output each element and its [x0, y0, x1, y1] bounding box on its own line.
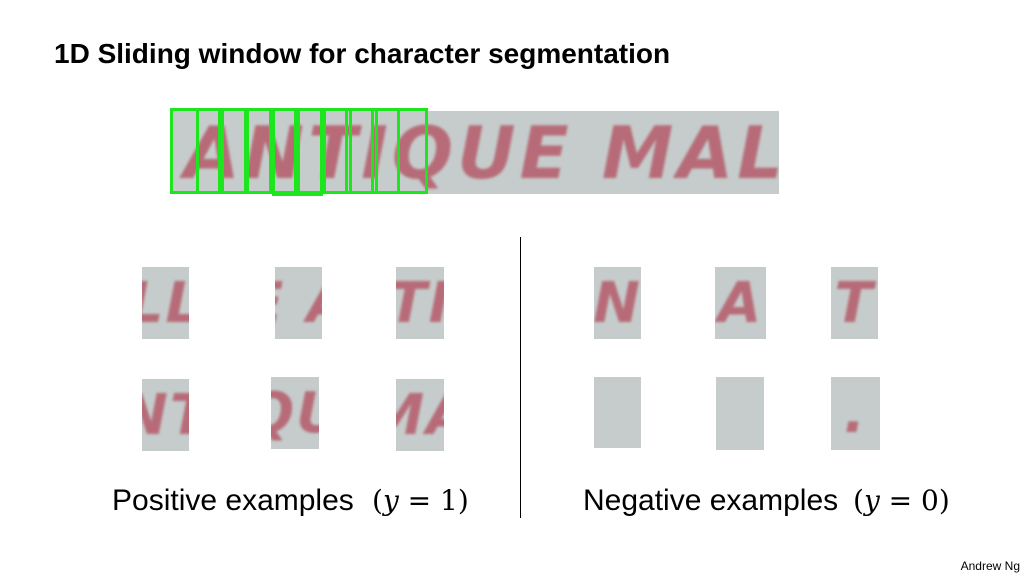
sliding-window [170, 108, 221, 194]
positive-patch: NT [142, 379, 189, 451]
divider-line [520, 237, 521, 518]
negative-patch [716, 377, 764, 450]
strip-text: ANTIQUE MALL [184, 111, 779, 194]
positive-patch: E A [275, 267, 322, 339]
negative-patch: A [715, 267, 766, 339]
sliding-window [349, 108, 400, 194]
positive-patch: QU [271, 377, 319, 449]
negative-label: Negative examples [583, 484, 839, 517]
positive-patch: TI [396, 267, 444, 339]
positive-formula: (y = 1) [372, 484, 469, 517]
slide-title: 1D Sliding window for character segmenta… [54, 38, 671, 69]
negative-patch: . [831, 377, 880, 450]
negative-patch [594, 377, 641, 448]
sliding-window [297, 108, 348, 194]
negative-patch: T [831, 267, 878, 339]
positive-patch: LL [142, 267, 189, 339]
negative-patch: N [594, 267, 641, 339]
sliding-window [375, 108, 428, 194]
author-credit: Andrew Ng [960, 559, 1020, 573]
sliding-window [323, 108, 374, 194]
positive-label: Positive examples [112, 484, 354, 517]
positive-patch: MA [396, 379, 444, 451]
sliding-window [246, 108, 297, 194]
negative-formula: (y = 0) [853, 484, 950, 517]
